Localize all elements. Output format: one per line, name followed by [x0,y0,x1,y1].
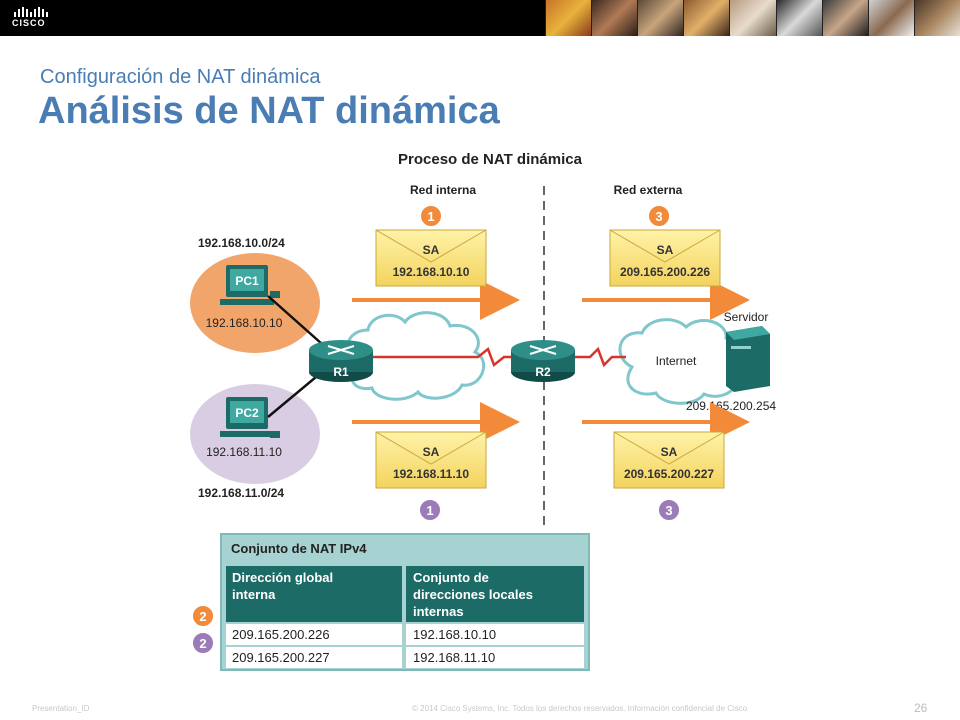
step-badge [657,498,681,522]
outside-network-label: Red externa [614,183,683,197]
nat-table-title: Conjunto de NAT IPv4 [231,541,367,556]
envelope-source-address: 209.165.200.226 [620,265,710,279]
nat-row2-local: 192.168.11.10 [413,650,495,665]
top-banner: CISCO [0,0,960,36]
envelope-source-address: 192.168.11.10 [393,467,469,481]
nat-table-header-local-3: internas [413,604,464,619]
banner-photo [637,0,684,36]
page-subtitle: Configuración de NAT dinámica [40,66,321,88]
envelope-source-address: 209.165.200.227 [624,467,714,481]
nat-table-header-global-2: interna [232,587,276,602]
nat-row1-local: 192.168.10.10 [413,627,496,642]
envelope-source-label: SA [661,445,678,459]
cisco-logo-text: CISCO [12,18,46,28]
nat-row2-global: 209.165.200.227 [232,650,330,665]
pc2-computer-icon [220,397,280,438]
server-icon [726,326,770,392]
diagram-title: Proceso de NAT dinámica [398,151,583,168]
inside-network-label: Red interna [410,183,476,197]
envelope-source-label: SA [423,445,440,459]
banner-photo [591,0,638,36]
server-ip: 209.165.200.254 [686,399,776,413]
pc1-ip: 192.168.10.10 [206,316,283,330]
nat-table-header-local-1: Conjunto de [413,570,489,585]
banner-photo [913,0,960,36]
pc1-network-label: 192.168.10.0/24 [198,236,285,250]
banner-photo-strip [545,0,960,36]
banner-photo [683,0,730,36]
internet-label: Internet [656,354,697,368]
footer-presentation-id: Presentation_ID [32,704,90,713]
step-badge [418,498,442,522]
pc2-ip: 192.168.11.10 [206,445,282,459]
r2-router-icon [511,340,575,382]
envelope-source-label: SA [423,243,440,257]
envelope-source-address: 192.168.10.10 [393,265,470,279]
page-number: 26 [914,701,928,715]
pc1-r1-link [267,295,323,345]
step-number: 1 [426,503,433,518]
step-number: 2 [199,636,206,651]
cisco-logo-icon [14,7,48,17]
r1-router-icon [309,340,373,382]
banner-photo [545,0,592,36]
banner-photo [775,0,822,36]
envelope-source-label: SA [657,243,674,257]
step-number: 1 [427,209,434,224]
banner-photo [867,0,914,36]
step-number: 2 [199,609,206,624]
step-number: 3 [665,503,672,518]
r1-label: R1 [333,365,349,379]
nat-table-header-local-2: direcciones locales [413,587,533,602]
pc1-label: PC1 [235,274,259,288]
envelope-inside-bottom [375,431,487,522]
nat-row1-global: 209.165.200.226 [232,627,330,642]
pc2-r1-link [267,371,323,418]
step-badge [191,631,215,655]
envelope-inside-top [375,204,487,287]
envelope-outside-top [609,204,721,287]
r1-r2-serial-link [372,346,512,368]
step-number: 3 [655,209,662,224]
pc2-label: PC2 [235,406,259,420]
step-badge [647,204,671,228]
nat-pool-table [220,533,590,671]
server-label: Servidor [724,310,769,324]
banner-photo [821,0,868,36]
page-title: Análisis de NAT dinámica [38,90,500,132]
banner-photo [729,0,776,36]
footer-copyright: © 2014 Cisco Systems, Inc. Todos los der… [412,704,748,713]
pc1-computer-icon [220,265,280,305]
step-badge [191,604,215,628]
envelope-outside-bottom [613,431,725,522]
step-badge [419,204,443,228]
pc2-network-label: 192.168.11.0/24 [198,486,284,500]
nat-table-header-global-1: Dirección global [232,570,333,585]
r2-label: R2 [535,365,551,379]
r2-internet-serial-link [574,346,626,368]
